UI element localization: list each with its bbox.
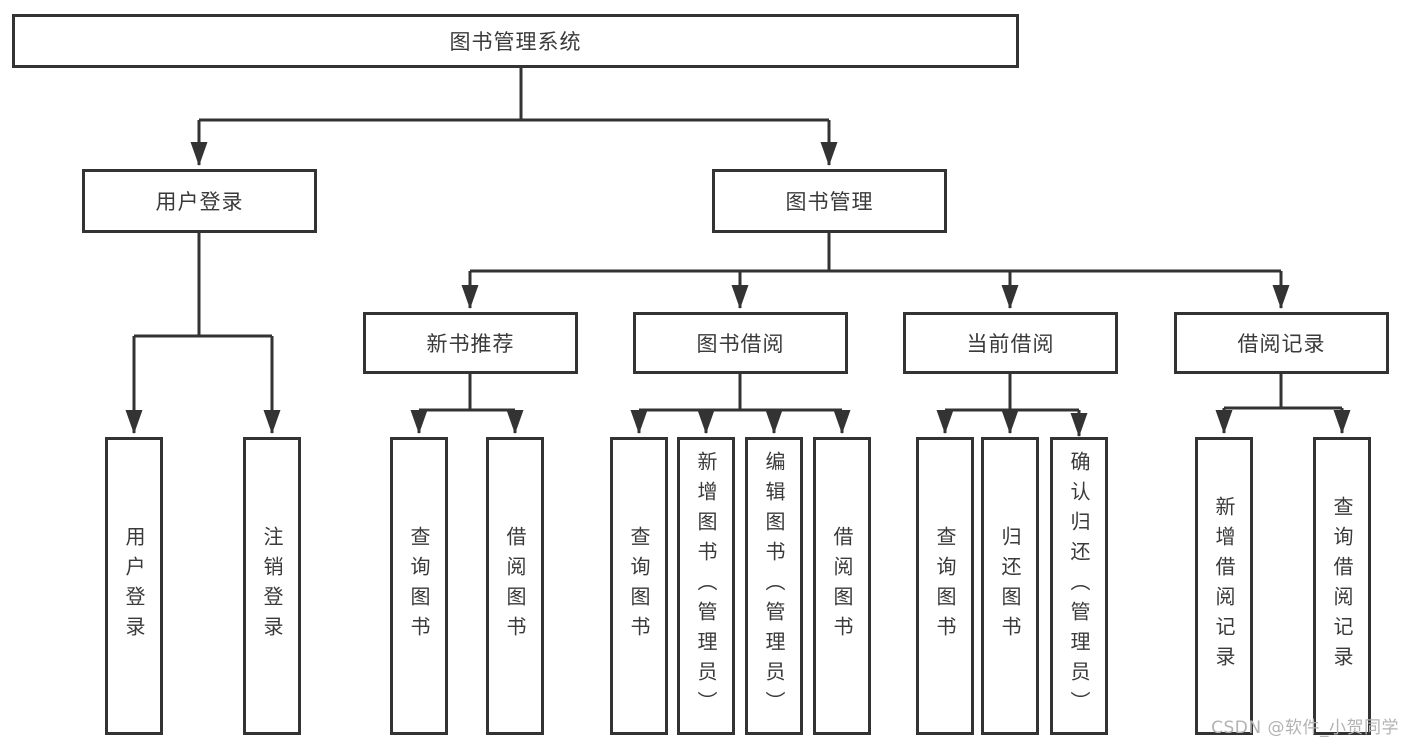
node-new-book-recommend: 新书推荐 [363,312,578,374]
leaf-edit-books-admin-label: 编辑图书（管理员） [762,451,786,721]
node-book-borrowing-label: 图书借阅 [696,332,785,356]
leaf-query-borrow-record-label: 查询借阅记录 [1330,496,1354,676]
node-current-borrowing: 当前借阅 [903,312,1118,374]
leaf-user-login: 用户登录 [105,437,163,735]
leaf-add-books-admin: 新增图书（管理员） [677,437,735,735]
leaf-add-borrow-record-label: 新增借阅记录 [1212,496,1236,676]
node-borrowing-records-label: 借阅记录 [1237,332,1326,356]
leaf-confirm-return-admin-label: 确认归还（管理员） [1067,451,1091,721]
leaf-borrow-books-borrowing: 借阅图书 [813,437,871,735]
node-borrowing-records: 借阅记录 [1174,312,1389,374]
leaf-add-books-admin-label: 新增图书（管理员） [694,451,718,721]
node-library-system-label: 图书管理系统 [449,30,582,54]
leaf-logout-login-label: 注销登录 [260,526,284,646]
node-book-management: 图书管理 [712,169,947,233]
leaf-query-books-borrowing-label: 查询图书 [627,526,651,646]
leaf-logout-login: 注销登录 [243,437,301,735]
leaf-query-books-recommend-label: 查询图书 [407,526,431,646]
leaf-add-borrow-record: 新增借阅记录 [1195,437,1253,735]
leaf-return-books-label: 归还图书 [998,526,1022,646]
leaf-query-books-current: 查询图书 [916,437,974,735]
leaf-borrow-books-recommend: 借阅图书 [486,437,544,735]
leaf-edit-books-admin: 编辑图书（管理员） [745,437,803,735]
leaf-return-books: 归还图书 [981,437,1039,735]
leaf-query-books-recommend: 查询图书 [390,437,448,735]
node-book-borrowing: 图书借阅 [633,312,848,374]
node-library-system: 图书管理系统 [12,14,1019,68]
leaf-user-login-label: 用户登录 [122,526,146,646]
node-current-borrowing-label: 当前借阅 [966,332,1055,356]
watermark: CSDN @软件_小贺同学 [1211,718,1399,738]
node-book-management-label: 图书管理 [785,190,874,214]
leaf-borrow-books-borrowing-label: 借阅图书 [830,526,854,646]
leaf-query-borrow-record: 查询借阅记录 [1313,437,1371,735]
leaf-borrow-books-recommend-label: 借阅图书 [503,526,527,646]
node-new-book-recommend-label: 新书推荐 [426,332,515,356]
node-user-login: 用户登录 [82,169,317,233]
node-user-login-label: 用户登录 [155,190,244,214]
leaf-query-books-current-label: 查询图书 [933,526,957,646]
leaf-query-books-borrowing: 查询图书 [610,437,668,735]
leaf-confirm-return-admin: 确认归还（管理员） [1050,437,1108,735]
